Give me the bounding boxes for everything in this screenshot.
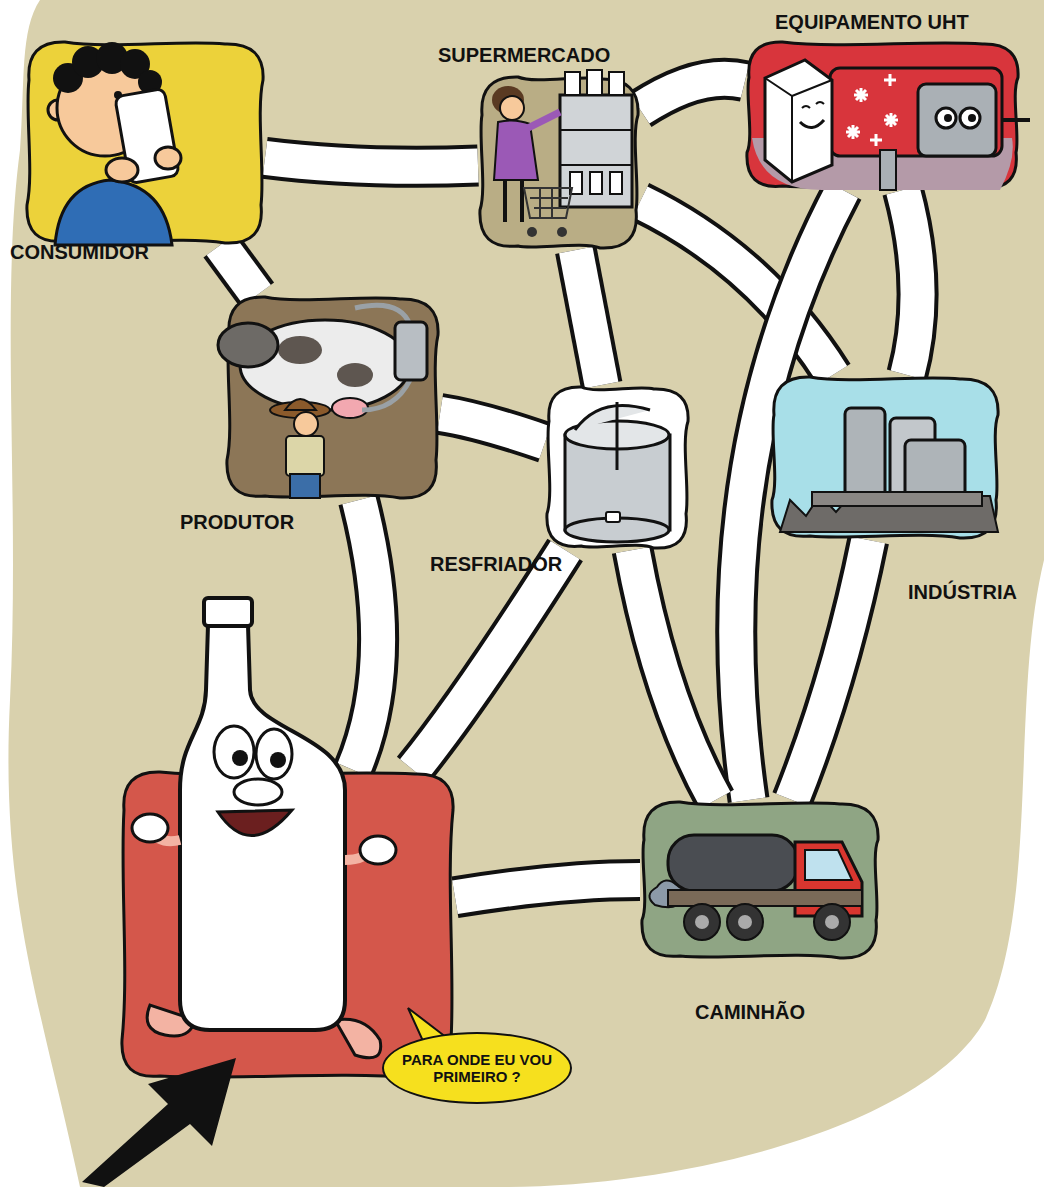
road-connector bbox=[633, 550, 716, 800]
map-stop: SUPERMERCADO bbox=[478, 75, 640, 250]
map-stop: CAMINHÃO bbox=[640, 800, 880, 960]
bottle-pupil bbox=[232, 750, 248, 766]
road-edge bbox=[792, 540, 868, 800]
stop-blob bbox=[745, 40, 1020, 190]
stop-blob-outline bbox=[642, 802, 878, 958]
bottle-cap bbox=[204, 598, 252, 626]
road-connector bbox=[413, 550, 565, 770]
stop-label: INDÚSTRIA bbox=[908, 580, 1040, 604]
stop-label: SUPERMERCADO bbox=[438, 43, 638, 67]
road-edge bbox=[633, 550, 716, 800]
road-surface bbox=[353, 500, 378, 770]
stop-blob-outline bbox=[122, 772, 453, 1078]
map-stop: RESFRIADOR bbox=[545, 385, 690, 550]
road-surface bbox=[792, 540, 868, 800]
map-stop: EQUIPAMENTO UHT bbox=[745, 40, 1020, 190]
bottle-pupil bbox=[270, 752, 286, 768]
road-edge bbox=[640, 79, 745, 110]
road-edge bbox=[353, 500, 378, 770]
road-surface bbox=[903, 190, 918, 375]
road-edge bbox=[640, 202, 833, 375]
stop-label: CAMINHÃO bbox=[695, 1000, 855, 1024]
road-edge bbox=[220, 245, 257, 295]
beige-ground bbox=[8, 0, 1044, 1187]
stop-blob bbox=[120, 770, 455, 1080]
stop-blob bbox=[478, 75, 640, 250]
bottle-eye bbox=[256, 729, 292, 779]
road-connector bbox=[640, 79, 745, 110]
map-stop: INDÚSTRIA bbox=[770, 375, 1000, 540]
road-surface bbox=[440, 414, 545, 443]
road-connector bbox=[792, 540, 868, 800]
road-connector bbox=[640, 202, 833, 375]
stop-label: EQUIPAMENTO UHT bbox=[775, 10, 1005, 34]
map-stop: CONSUMIDOR bbox=[25, 40, 265, 245]
road-surface bbox=[220, 245, 257, 295]
road-surface bbox=[413, 550, 565, 770]
stop-blob bbox=[545, 385, 690, 550]
road-connector bbox=[455, 880, 640, 897]
stop-blob-outline bbox=[772, 377, 998, 538]
stop-blob-outline bbox=[480, 77, 638, 248]
stop-blob-outline bbox=[747, 42, 1018, 188]
stop-blob-outline bbox=[547, 387, 688, 548]
stop-blob-outline bbox=[27, 42, 263, 243]
bottle-eye bbox=[214, 726, 254, 778]
stop-blob bbox=[225, 295, 440, 500]
road-edge bbox=[413, 550, 565, 770]
road-surface bbox=[640, 202, 833, 375]
speech-bubble: PARA ONDE EU VOU PRIMEIRO ? bbox=[382, 1032, 572, 1104]
road-edge bbox=[455, 880, 640, 897]
road-edge bbox=[440, 414, 545, 443]
road-surface bbox=[265, 158, 478, 167]
road-connector bbox=[220, 245, 257, 295]
road-connector bbox=[440, 414, 545, 443]
stop-label: PRODUTOR bbox=[180, 510, 330, 534]
road-edge bbox=[576, 250, 602, 385]
road-connector bbox=[903, 190, 918, 375]
stop-blob bbox=[770, 375, 1000, 540]
map-stop: PARA ONDE EU VOU PRIMEIRO ? bbox=[120, 770, 455, 1080]
road-edge bbox=[903, 190, 918, 375]
stop-label: CONSUMIDOR bbox=[10, 240, 195, 264]
stop-blob bbox=[25, 40, 265, 245]
road-connector bbox=[353, 500, 378, 770]
road-surface bbox=[640, 79, 745, 110]
road-surface bbox=[633, 550, 716, 800]
road-connector bbox=[265, 158, 478, 167]
road-surface bbox=[576, 250, 602, 385]
stop-label: RESFRIADOR bbox=[430, 552, 590, 576]
map-stop: PRODUTOR bbox=[225, 295, 440, 500]
road-surface bbox=[455, 880, 640, 897]
stop-blob bbox=[640, 800, 880, 960]
road-edge bbox=[265, 158, 478, 167]
stop-blob-outline bbox=[227, 297, 438, 498]
road-connector bbox=[576, 250, 602, 385]
